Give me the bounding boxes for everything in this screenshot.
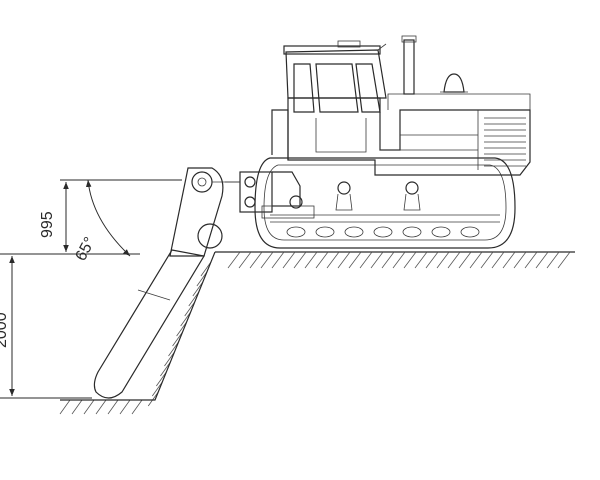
ground-hatch: [227, 251, 571, 269]
angle-label: 65°: [73, 235, 99, 264]
pit-hatch: [59, 261, 212, 415]
dimension-depth-label: 2000: [0, 312, 10, 348]
ripper-shank: [93, 167, 240, 399]
dimension-annotations: [0, 179, 182, 399]
radiator-grille: [484, 117, 526, 167]
track-rollers: [286, 226, 480, 238]
dimension-height-label: 995: [39, 211, 56, 238]
ripper-mount: [225, 171, 421, 219]
crawler-track: [254, 157, 516, 249]
ground: [59, 251, 575, 415]
tractor-body: [271, 35, 531, 176]
operator-cab: [283, 40, 387, 153]
